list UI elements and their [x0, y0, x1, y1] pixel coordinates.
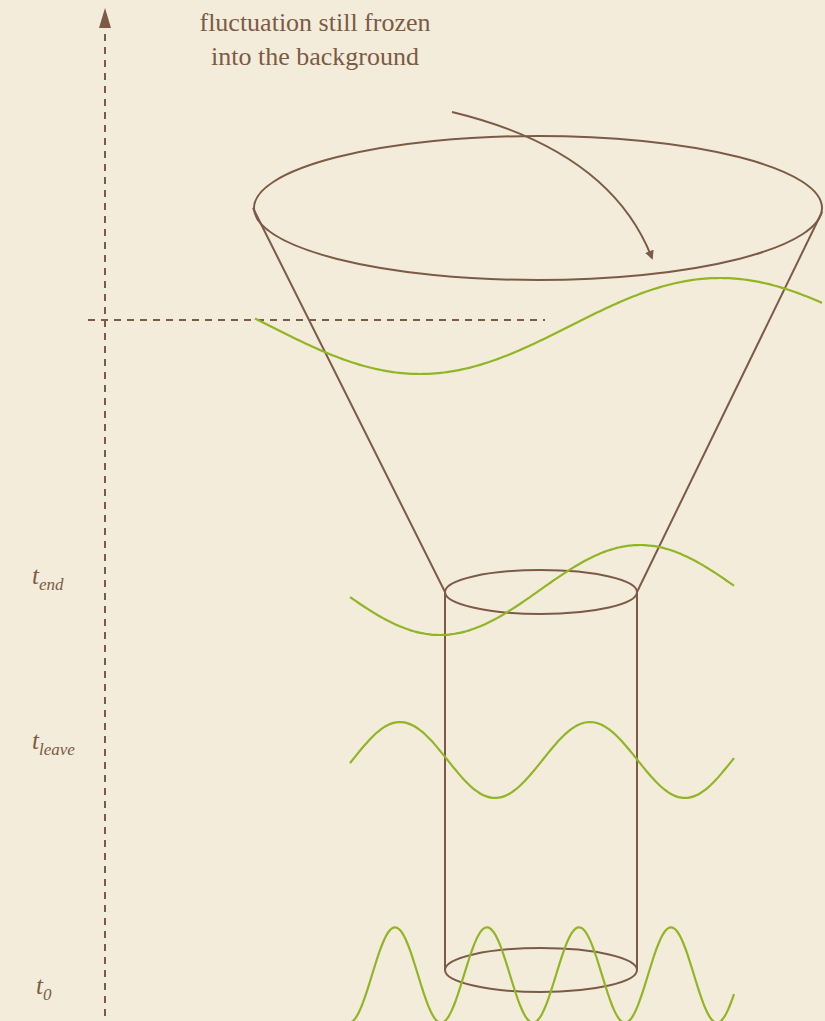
cone-side — [253, 208, 445, 592]
fluctuation-waves — [255, 278, 822, 1021]
cylinder-side — [444, 592, 446, 970]
cylinder-bottom — [445, 948, 637, 992]
time-marker-line — [88, 319, 545, 321]
time-symbol: t — [32, 727, 39, 754]
hubble-cylinder — [445, 570, 637, 992]
wave — [350, 545, 734, 635]
wave — [255, 278, 822, 374]
wave — [350, 722, 734, 798]
time-subscript: end — [39, 575, 64, 594]
time-axis — [104, 26, 106, 1016]
wave — [350, 927, 734, 1021]
time-label: tend — [32, 562, 64, 590]
time-symbol: t — [32, 562, 39, 589]
cone-side — [637, 212, 822, 592]
time-symbol: t — [36, 972, 43, 999]
cylinder-top — [445, 570, 637, 614]
callout-arrow — [452, 112, 652, 258]
callout-text: fluctuation still frozen into the backgr… — [195, 6, 435, 74]
cylinder-side — [636, 592, 638, 970]
time-label: t0 — [36, 972, 51, 1000]
cone-top — [254, 136, 822, 280]
hubble-cone — [253, 136, 822, 592]
time-label: tleave — [32, 727, 75, 755]
time-subscript: 0 — [43, 985, 52, 1004]
axis-arrowhead — [99, 8, 111, 28]
time-subscript: leave — [39, 740, 75, 759]
